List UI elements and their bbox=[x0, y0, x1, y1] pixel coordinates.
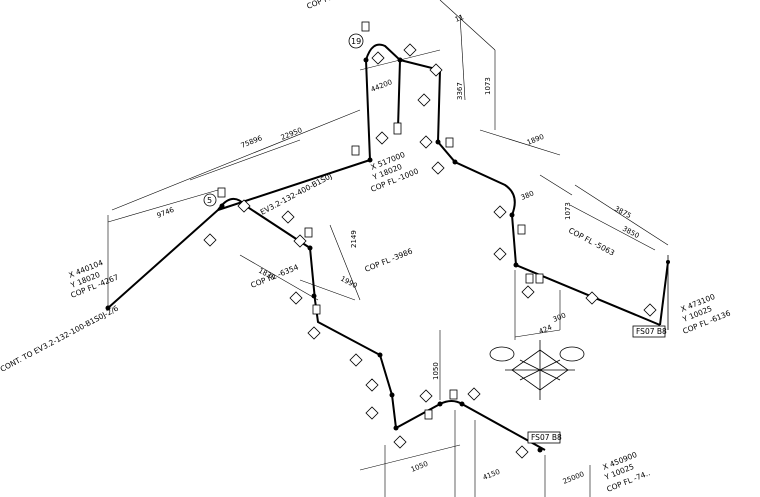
dim-4150: 4150 bbox=[482, 468, 502, 482]
dim-1050-a: 1050 bbox=[410, 460, 430, 474]
boxed-tags bbox=[527, 325, 666, 444]
dimension-values: 75896 22950 9746 44200 1830 1990 2149 18… bbox=[156, 13, 641, 486]
line-label: EV3.2-132-400-B1S0J bbox=[259, 171, 334, 216]
level-marker bbox=[666, 255, 670, 330]
dim-3367: 3367 bbox=[456, 82, 464, 100]
dim-11: 11 bbox=[454, 13, 465, 24]
cop-label-center: COP FL -3986 bbox=[363, 246, 414, 273]
dimension-lines bbox=[107, 0, 669, 497]
dim-1890: 1890 bbox=[526, 133, 546, 147]
dim-1990: 1990 bbox=[339, 275, 358, 290]
cop-label-top: COP FL -3992 bbox=[305, 0, 356, 11]
pipe-drop-right bbox=[659, 261, 669, 326]
callout-bubbles bbox=[203, 33, 364, 207]
cop-label-right: COP FL -5063 bbox=[567, 226, 616, 258]
dim-9746: 9746 bbox=[156, 206, 176, 220]
dim-1050-b: 1050 bbox=[432, 362, 440, 380]
bubble-5: 5 bbox=[207, 196, 212, 205]
dim-25000: 25000 bbox=[562, 470, 586, 486]
dim-1073-b: 1073 bbox=[484, 77, 492, 95]
dim-75896: 75896 bbox=[240, 134, 264, 150]
centerline-marker bbox=[489, 340, 585, 400]
pipe-run bbox=[107, 198, 546, 451]
cont-note: CONT. TO EV3.2-132-100-B1S0J-2/6 bbox=[0, 303, 120, 373]
dim-22950: 22950 bbox=[280, 126, 304, 142]
tag-fs07-right: FS07 B8 bbox=[636, 327, 667, 336]
dim-3850: 3850 bbox=[621, 225, 640, 240]
item-markers bbox=[203, 43, 657, 459]
dim-1073-a: 1073 bbox=[564, 202, 572, 220]
bubble-19: 19 bbox=[351, 37, 361, 46]
dim-3875: 3875 bbox=[613, 205, 632, 220]
tag-fs07-bottom: FS07 B8 bbox=[531, 433, 562, 442]
square-tags bbox=[217, 21, 544, 420]
dim-424: 424 bbox=[538, 323, 554, 336]
dim-2149: 2149 bbox=[350, 230, 358, 248]
dim-300: 300 bbox=[552, 311, 567, 323]
dim-44200: 44200 bbox=[370, 78, 394, 94]
dim-380-a: 380 bbox=[520, 189, 535, 201]
